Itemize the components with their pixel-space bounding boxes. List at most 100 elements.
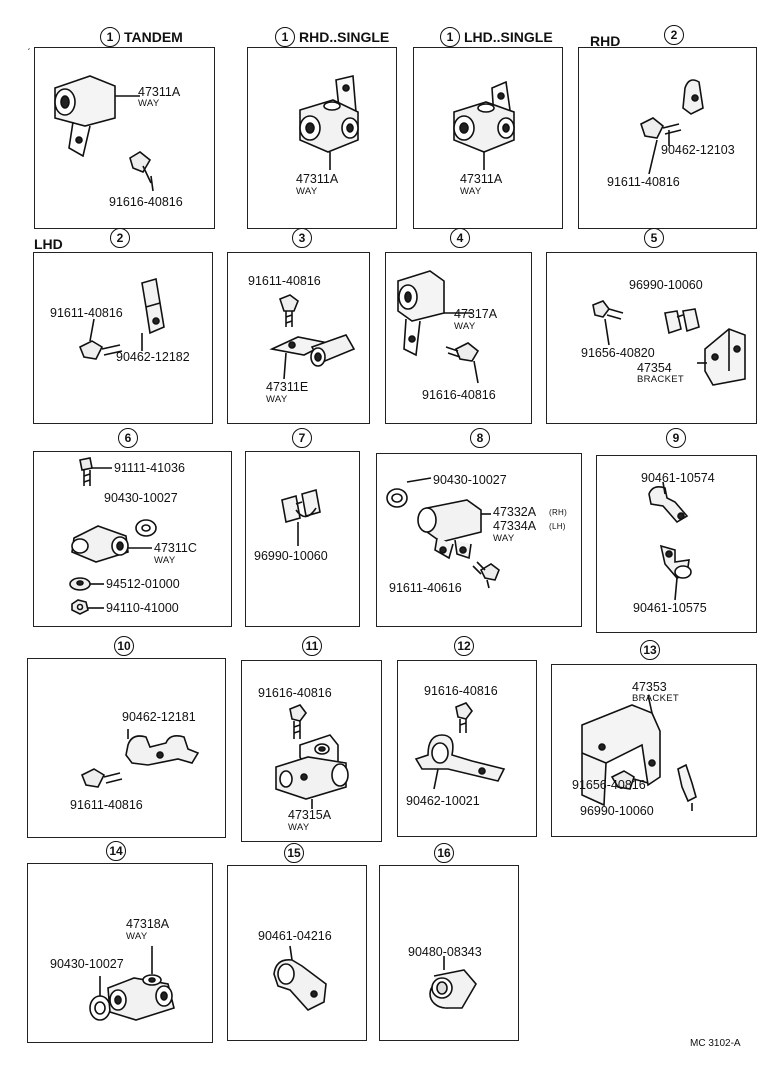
clamp-90462-12181-drawing [80,729,200,788]
panel-8-header: 8 [470,428,490,448]
part-94110-41000: 94110-41000 [106,601,179,615]
part-47311c: 47311C [154,541,197,555]
part-91616-40816: 91616-40816 [109,195,183,209]
part-47332a: 47332A [493,505,537,519]
part-47311a-lhd: 47311A [460,172,503,186]
part-47311a: 47311A [138,85,181,99]
part-47311e-desc: WAY [266,394,288,405]
part-91616-40816-11: 91616-40816 [258,686,332,700]
part-47334a-desc: WAY [493,533,515,544]
part-47317a: 47317A [454,307,498,321]
way-47311e-drawing [269,294,356,380]
part-96990-10060-13: 96990-10060 [580,804,654,818]
way-47311a-tandem-drawing [54,75,154,192]
panel-16-header: 16 [434,843,454,863]
bracket-47354-drawing [592,300,746,386]
part-47334a-note: (LH) [549,522,566,531]
panel-6-header: 6 [118,428,138,448]
way-47332a-drawing [386,477,500,589]
panel-16: 90480-08343 [379,865,519,1041]
way-47318a-drawing [89,946,175,1021]
way-47311c-drawing [69,457,157,615]
part-47318a-desc: WAY [126,931,148,942]
part-91611-40616: 91611-40616 [389,581,462,595]
panel-6: 91111-41036 90430-10027 47311C WAY 94512… [33,451,232,627]
part-91111-41036: 91111-41036 [114,461,185,475]
panel-14: 47318A WAY 90430-10027 [27,863,213,1043]
part-47353: 47353 [632,680,667,694]
part-47311e: 47311E [266,380,309,394]
part-91611-40816-10: 91611-40816 [70,798,143,812]
part-47354: 47354 [637,361,672,375]
panel-3-header: 3 [292,228,312,248]
part-90462-12182: 90462-12182 [116,350,190,364]
panel-3: 91611-40816 47311E WAY [227,252,370,424]
part-47311c-desc: WAY [154,555,176,566]
panel-4: 47317A WAY 91616-40816 [385,252,532,424]
panel-13: 47353 BRACKET 91656-40816 96990-10060 [551,664,757,837]
part-90461-04216: 90461-04216 [258,929,332,943]
clamp-90461-04216-drawing [273,945,327,1011]
part-90480-08343: 90480-08343 [408,945,482,959]
part-90430-10027-14: 90430-10027 [50,957,124,971]
part-90430-10027-6: 90430-10027 [104,491,178,505]
panel-4-header: 4 [450,228,470,248]
part-91611-40816-lhd: 91611-40816 [50,306,123,320]
drawing-code: MC 3102-A [690,1038,741,1049]
panel-12: 91616-40816 90462-10021 [397,660,537,837]
panel-11: 91616-40816 47315A WAY [241,660,382,842]
panel-2-rhd: 90462-12103 91611-40816 [578,47,757,229]
way-47311a-lhd-drawing [453,80,515,170]
way-47317a-drawing [397,270,480,384]
panel-14-header: 14 [106,841,126,861]
part-47315a: 47315A [288,808,332,822]
panel-10: 90462-12181 91611-40816 [27,658,226,838]
part-96990-10060-5: 96990-10060 [629,278,703,292]
panel-15-header: 15 [284,843,304,863]
clamp-90462-12182-drawing [78,277,165,360]
panel-2-lhd: 91611-40816 90462-12182 [33,252,213,424]
part-90461-10574: 90461-10574 [641,471,715,485]
panel-1-tandem: 47311A WAY 91616-40816 [34,47,215,229]
grommet-90480-08343-drawing [429,956,477,1009]
clamp-90461-10574-drawing [648,481,692,601]
part-96990-10060-7: 96990-10060 [254,549,328,563]
part-47353-desc: BRACKET [632,693,679,704]
panel-2-rhd-header: 2 [664,25,684,45]
panel-15: 90461-04216 [227,865,367,1041]
part-91616-40816-12: 91616-40816 [424,684,498,698]
panel-8: 90430-10027 47332A (RH) 47334A (LH) WAY … [376,453,582,627]
panel-13-header: 13 [640,640,660,660]
part-47315a-desc: WAY [288,822,310,833]
panel-5: 96990-10060 91656-40820 47354 BRACKET [546,252,757,424]
panel-5-header: 5 [644,228,664,248]
panel-11-header: 11 [302,636,322,656]
corner-mark: ˏ [27,40,31,51]
part-47332a-note: (RH) [549,508,568,517]
part-47311a-rhd: 47311A [296,172,339,186]
part-91611-40816-rhd: 91611-40816 [607,175,680,189]
part-90461-10575: 90461-10575 [633,601,707,615]
part-91616-40816-4: 91616-40816 [422,388,496,402]
panel-7: 96990-10060 [245,451,360,627]
part-47334a: 47334A [493,519,537,533]
clamp-90462-10021-drawing [414,702,506,790]
panel-12-header: 12 [454,636,474,656]
clip-96990-10060-drawing [281,488,321,546]
part-91611-40816-3: 91611-40816 [248,274,321,288]
panel-7-header: 7 [292,428,312,448]
way-47315a-drawing [275,704,349,809]
panel-10-header: 10 [114,636,134,656]
part-90462-12181: 90462-12181 [122,710,196,724]
part-90430-10027-8: 90430-10027 [433,473,507,487]
way-47311a-rhd-drawing [299,75,359,170]
part-94512-01000: 94512-01000 [106,577,180,591]
side-rhd: RHD [590,33,621,49]
part-47318a: 47318A [126,917,170,931]
part-91656-40816: 91656-40816 [572,778,646,792]
part-47317a-desc: WAY [454,321,476,332]
panel-1-lhd-single: 47311A WAY [413,47,563,229]
